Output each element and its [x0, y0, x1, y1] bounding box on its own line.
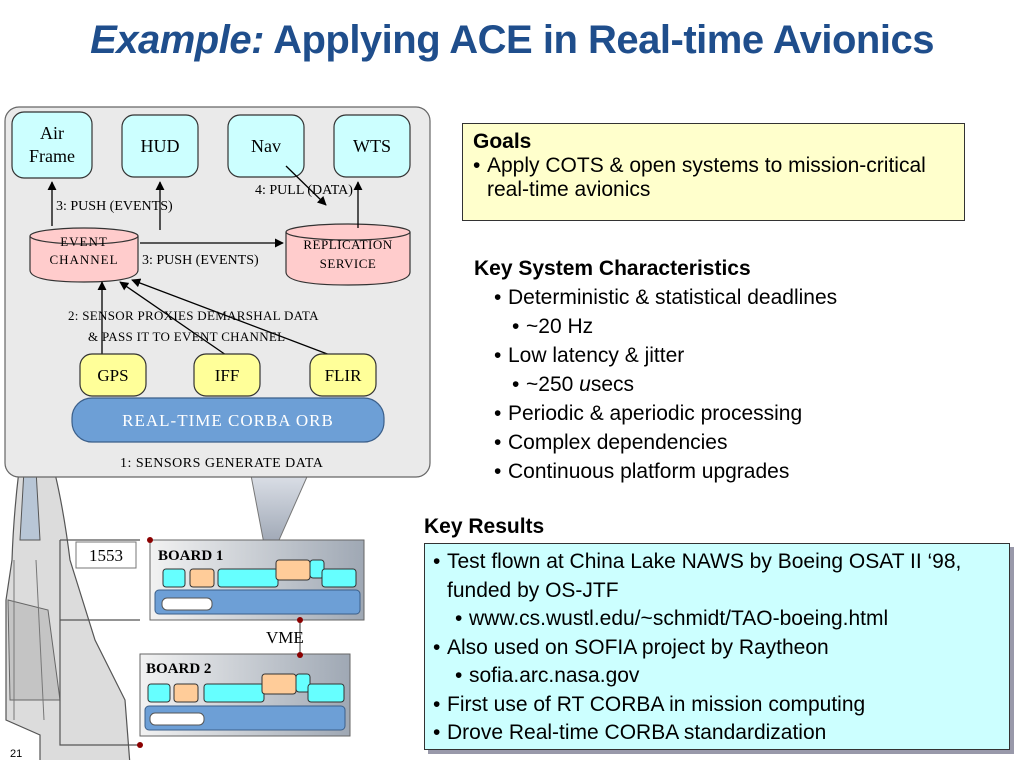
ksc-item: Continuous platform upgrades: [494, 457, 1014, 486]
key-results-box: Test flown at China Lake NAWS by Boeing …: [424, 543, 1010, 750]
step2b-label: & PASS IT TO EVENT CHANNEL: [88, 329, 285, 344]
key-system-characteristics: Key System Characteristics Deterministic…: [474, 254, 1014, 486]
air-frame-box: Air Frame: [11, 111, 93, 179]
result-item: First use of RT CORBA in mission computi…: [433, 691, 1001, 720]
svg-text:REAL-TIME CORBA ORB: REAL-TIME CORBA ORB: [122, 411, 334, 430]
event-channel: EVENT CHANNEL: [29, 227, 139, 283]
board-2: BOARD 2: [137, 652, 351, 748]
goals-heading: Goals: [473, 130, 532, 153]
hud-box: HUD: [121, 114, 199, 178]
result-item: Drove Real-time CORBA standardization: [433, 719, 1001, 748]
ksc-heading: Key System Characteristics: [474, 257, 751, 280]
ksc-item: Complex dependencies: [494, 428, 1014, 457]
wts-box: WTS: [333, 114, 411, 178]
svg-text:EVENT: EVENT: [60, 234, 108, 249]
iff-box: IFF: [193, 353, 261, 397]
ksc-subitem: ~20 Hz: [512, 312, 1014, 341]
page-title: Example: Applying ACE in Real-time Avion…: [0, 18, 1024, 63]
slide-number: 21: [10, 748, 23, 760]
title-example: Example:: [90, 18, 264, 62]
svg-text:WTS: WTS: [353, 136, 391, 156]
goals-item: Apply COTS & open systems to mission-cri…: [473, 154, 954, 202]
title-main: Applying ACE in Real-time Avionics: [273, 18, 934, 62]
result-item: Test flown at China Lake NAWS by Boeing …: [433, 548, 1001, 605]
svg-text:SERVICE: SERVICE: [320, 256, 377, 271]
corba-orb-bar: REAL-TIME CORBA ORB: [71, 397, 385, 443]
svg-text:FLIR: FLIR: [325, 366, 363, 385]
svg-text:Air: Air: [40, 123, 64, 143]
svg-text:Nav: Nav: [251, 136, 281, 156]
flow-arrows: [47, 165, 363, 360]
bus-1553-label: 1553: [89, 546, 123, 565]
svg-text:IFF: IFF: [215, 366, 240, 385]
replication-service: REPLICATION SERVICE: [285, 223, 411, 286]
svg-text:Frame: Frame: [29, 146, 75, 166]
result-item: Also used on SOFIA project by Raytheon: [433, 634, 1001, 663]
ksc-item: Low latency & jitter: [494, 341, 1014, 370]
step3a-label: 3: PUSH (EVENTS): [56, 199, 173, 214]
board-1: BOARD 1: [147, 537, 365, 623]
ksc-item: Deterministic & statistical deadlines: [494, 283, 1014, 312]
step2a-label: 2: SENSOR PROXIES DEMARSHAL DATA: [68, 308, 319, 323]
nav-box: Nav: [227, 114, 305, 178]
svg-text:BOARD 2: BOARD 2: [146, 661, 211, 677]
result-link: www.cs.wustl.edu/~schmidt/TAO-boeing.htm…: [455, 605, 1001, 634]
step3b-label: 3: PUSH (EVENTS): [142, 253, 259, 268]
goals-box: Goals Apply COTS & open systems to missi…: [462, 123, 965, 221]
ksc-subitem: ~250 usecs: [512, 370, 1014, 399]
avionics-diagram: Air Frame HUD Nav WTS EVENT CHANNEL REPL…: [4, 106, 431, 760]
svg-text:BOARD 1: BOARD 1: [158, 548, 223, 564]
svg-text:HUD: HUD: [141, 136, 180, 156]
result-link: sofia.arc.nasa.gov: [455, 662, 1001, 691]
step4-label: 4: PULL (DATA): [255, 183, 353, 198]
ksc-item: Periodic & aperiodic processing: [494, 399, 1014, 428]
svg-text:CHANNEL: CHANNEL: [49, 252, 118, 267]
svg-text:GPS: GPS: [97, 366, 128, 385]
vme-label: VME: [266, 628, 304, 647]
aircraft-illustration: [5, 398, 131, 760]
svg-text:REPLICATION: REPLICATION: [303, 237, 392, 252]
gps-box: GPS: [79, 353, 147, 397]
flir-box: FLIR: [309, 353, 377, 397]
step1-label: 1: SENSORS GENERATE DATA: [120, 456, 324, 471]
key-results-heading: Key Results: [424, 515, 545, 538]
